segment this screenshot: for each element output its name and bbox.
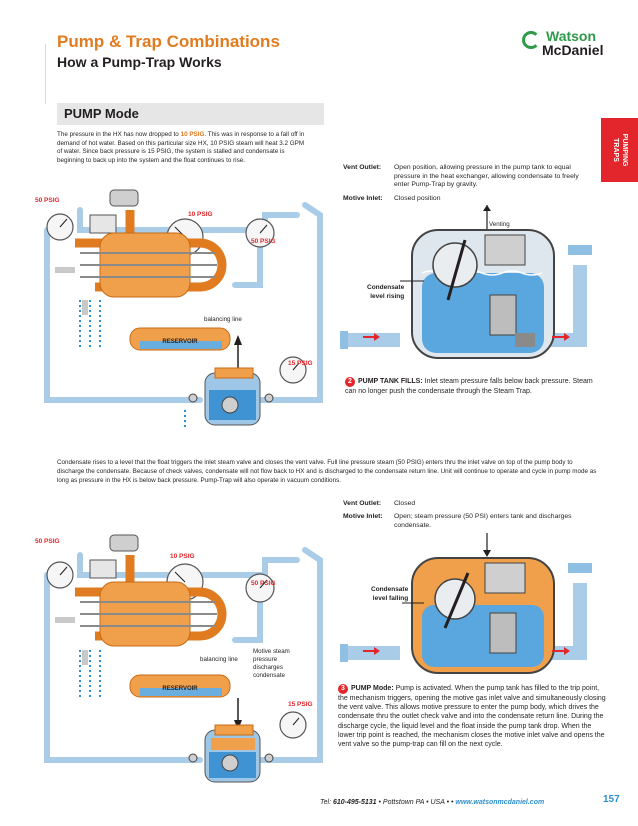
logo-text-mcdaniel: McDaniel (542, 42, 604, 58)
bottom-condensate-level-label: Condensate level falling (371, 585, 408, 603)
top-system-diagram: RESERVOIR (44, 189, 323, 430)
top-vent-outlet-value: Open position, allowing pressure in the … (394, 164, 579, 188)
bottom-pump-trap-cutaway (340, 533, 592, 674)
motive-line-4: condensate (253, 672, 285, 679)
bottom-label-balancing-line: balancing line (200, 656, 238, 663)
motive-line-3: discharges (253, 664, 283, 671)
section-heading: PUMP Mode (57, 103, 324, 125)
top-pump-trap-cutaway (340, 205, 592, 359)
top-step-text: Inlet steam pressure falls below back pr… (345, 378, 593, 395)
bottom-step-title: PUMP Mode: (351, 685, 394, 692)
footer-contact: Tel: 610-495-5131 • Pottstown PA • USA •… (320, 799, 544, 806)
top-motive-inlet-key: Motive Inlet: (343, 195, 383, 202)
top-step-title: PUMP TANK FILLS: (358, 378, 423, 385)
bottom-label-10psig: 10 PSIG (170, 553, 195, 560)
logo-ring-icon (522, 31, 540, 49)
motive-line-1: Motive steam (253, 648, 290, 655)
top-motive-inlet-row: Motive Inlet: Closed position (343, 195, 598, 205)
step-3-badge: 3 (338, 684, 348, 694)
bottom-vent-outlet-key: Vent Outlet: (343, 500, 382, 507)
top-condensate-level-label: Condensate level rising (367, 283, 404, 301)
intro-part-2: . This was in response to a fall off in … (57, 131, 305, 165)
page-title: Pump & Trap Combinations (57, 32, 280, 51)
top-vent-outlet-key: Vent Outlet: (343, 164, 382, 171)
footer-tel: 610-495-5131 (332, 799, 377, 806)
intro-text: The pressure in the HX has now dropped t… (57, 131, 307, 166)
intro-highlight: 10 PSIG (180, 131, 205, 138)
bottom-motive-inlet-key: Motive Inlet: (343, 513, 383, 520)
top-level-line-1: Condensate (367, 284, 405, 291)
top-reservoir-label: RESERVOIR (162, 339, 198, 345)
bottom-motive-steam-label: Motive steam pressure discharges condens… (253, 648, 290, 680)
bottom-reservoir-label: RESERVOIR (162, 686, 198, 692)
bottom-label-50psig-left: 50 PSIG (35, 538, 60, 545)
bottom-vent-outlet-row: Vent Outlet: Closed (343, 500, 598, 510)
footer-website-link[interactable]: www.watsonmcdaniel.com (455, 799, 545, 806)
top-label-15psig: 15 PSIG (288, 360, 313, 367)
footer-location: • Pottstown PA • USA • • (376, 799, 456, 806)
motive-line-2: pressure (253, 656, 278, 663)
bottom-motive-inlet-value: Open; steam pressure (50 PSI) enters tan… (394, 513, 572, 529)
top-motive-inlet-value: Closed position (394, 195, 441, 202)
bottom-label-50psig-right: 50 PSIG (251, 580, 276, 587)
top-label-10psig: 10 PSIG (188, 211, 213, 218)
page-number: 157 (603, 794, 620, 805)
top-venting-label: Venting (489, 221, 510, 228)
step-2-badge: 2 (345, 377, 355, 387)
bottom-level-line-1: Condensate (371, 586, 409, 593)
top-level-line-2: level rising (370, 293, 405, 300)
brand-logo: Watson McDaniel (522, 28, 604, 58)
section-heading-label: PUMP Mode (64, 106, 139, 121)
intro-part-1: The pressure in the HX has now dropped t… (57, 131, 181, 138)
top-label-balancing-line: balancing line (204, 316, 242, 323)
top-label-50psig-right: 50 PSIG (251, 238, 276, 245)
bottom-level-line-2: level falling (372, 595, 409, 602)
bottom-motive-inlet-row: Motive Inlet: Open; steam pressure (50 P… (343, 513, 598, 533)
logo-text-watson: Watson (546, 28, 597, 44)
footer-tel-label: Tel: (320, 799, 333, 806)
bottom-step-text: Pump is activated. When the pump tank ha… (338, 685, 606, 749)
top-label-50psig-left: 50 PSIG (35, 197, 60, 204)
bottom-vent-outlet-value: Closed (394, 500, 416, 507)
top-vent-outlet-row: Vent Outlet: Open position, allowing pre… (343, 164, 598, 192)
bottom-system-diagram: RESERVOIR (44, 534, 323, 783)
description-paragraph: Condensate rises to a level that the flo… (57, 459, 597, 484)
page-subtitle: How a Pump-Trap Works (57, 54, 222, 70)
bottom-label-15psig: 15 PSIG (288, 701, 313, 708)
header-rule (45, 44, 46, 104)
